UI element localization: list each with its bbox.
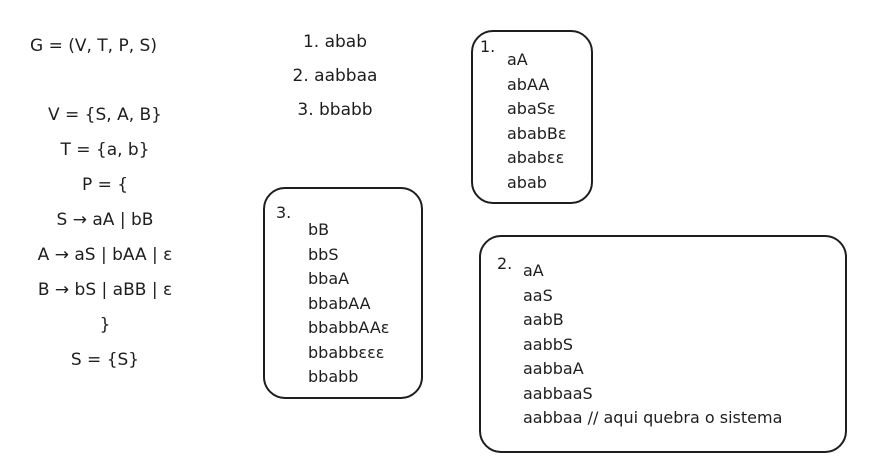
t-set: T = {a, b}: [60, 140, 150, 160]
derivation-step: bbabAA: [308, 293, 371, 313]
p-open: P = {: [81, 175, 129, 195]
word-1: 1. abab: [302, 32, 368, 52]
grammar-definition: G = (V, T, P, S): [30, 36, 157, 56]
word-2: 2. aabbaa: [292, 66, 378, 86]
rule-s: S → aA | bB: [56, 210, 154, 230]
derivation-step: aabbaa // aqui quebra o sistema: [523, 408, 783, 427]
derivation-2-label: 2.: [497, 254, 513, 273]
derivation-step: aabbaaS: [523, 383, 593, 403]
derivation-3-steps: bB bbS bbaA bbabAA bbabbAAε bbabbεεε bba…: [308, 218, 389, 390]
derivation-step: aabbaA: [523, 359, 584, 378]
derivation-step: bB: [308, 220, 330, 239]
derivation-1-steps: aA abAA abaSε ababBε ababεε abab: [507, 48, 567, 195]
start-symbol: S = {S}: [70, 350, 140, 370]
derivation-step: aabbS: [523, 334, 574, 354]
derivation-step: bbaA: [308, 269, 350, 288]
derivation-box-1: 1. aA abAA abaSε ababBε ababεε abab: [471, 30, 593, 204]
derivation-step: aA: [523, 261, 544, 280]
derivation-step: ababBε: [507, 123, 567, 143]
derivation-step: aabB: [523, 310, 564, 329]
derivation-box-2: 2. aA aaS aabB aabbS aabbaA aabbaaS aabb…: [479, 235, 847, 453]
derivation-step: bbabbAAε: [308, 318, 390, 337]
rule-a: A → aS | bAA | ε: [37, 245, 173, 265]
v-set: V = {S, A, B}: [47, 105, 162, 125]
derivation-step: abab: [507, 172, 547, 192]
derivation-step: aA: [507, 50, 528, 69]
derivation-1-label: 1.: [480, 37, 496, 56]
derivation-box-3: 3. bB bbS bbaA bbabAA bbabbAAε bbabbεεε …: [263, 187, 423, 399]
derivation-step: abAA: [507, 74, 550, 94]
derivation-step: bbabb: [308, 367, 359, 386]
p-close: }: [99, 315, 111, 335]
rule-b: B → bS | aBB | ε: [37, 280, 173, 300]
derivation-step: aaS: [523, 285, 553, 305]
derivation-step: abaSε: [507, 99, 556, 118]
derivation-3-label: 3.: [276, 203, 292, 222]
derivation-2-steps: aA aaS aabB aabbS aabbaA aabbaaS aabbaa …: [523, 259, 782, 431]
derivation-step: bbabbεεε: [308, 342, 385, 362]
derivation-step: bbS: [308, 244, 339, 264]
word-3: 3. bbabb: [297, 100, 373, 120]
derivation-step: ababεε: [507, 148, 565, 167]
